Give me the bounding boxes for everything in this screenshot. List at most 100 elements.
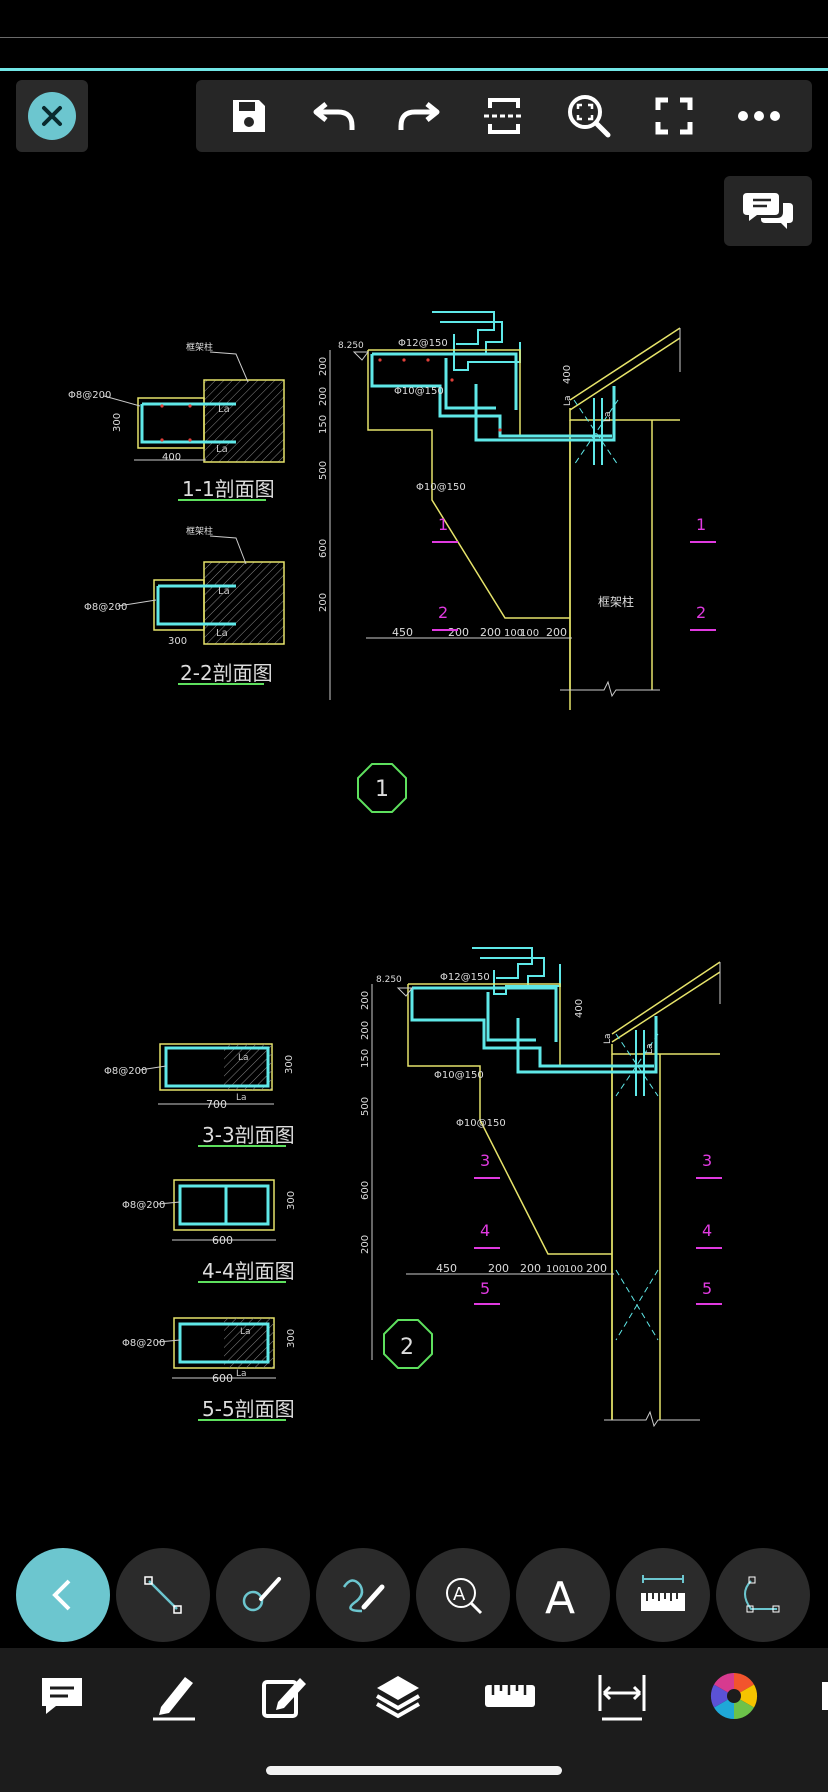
svg-text:200: 200 xyxy=(546,626,567,639)
svg-text:150: 150 xyxy=(360,1049,371,1068)
section-5-5: La La Φ8@200 300 600 5-5剖面图 xyxy=(122,1317,297,1421)
svg-text:400: 400 xyxy=(162,452,181,463)
la-label: La xyxy=(603,411,613,422)
la-label: La xyxy=(218,586,230,597)
rebar-label: Φ8@200 xyxy=(122,1338,165,1349)
rebar-label: Φ12@150 xyxy=(398,338,448,349)
ruler-icon[interactable] xyxy=(480,1666,540,1726)
column-label: 框架柱 xyxy=(598,594,634,609)
elevation-label: 8.250 xyxy=(338,341,364,351)
svg-text:La: La xyxy=(240,1327,251,1337)
top-divider xyxy=(0,37,828,38)
overflow-icon[interactable] xyxy=(808,1666,828,1726)
dim-label: 600 xyxy=(212,1234,233,1247)
line-tool[interactable] xyxy=(116,1548,210,1642)
svg-text:200: 200 xyxy=(520,1262,541,1275)
text-search-icon: A xyxy=(446,1578,483,1615)
measure-icon xyxy=(641,1575,685,1611)
accent-divider xyxy=(0,68,828,71)
dimension-icon[interactable] xyxy=(592,1666,652,1726)
svg-text:300: 300 xyxy=(286,1329,297,1348)
svg-text:La: La xyxy=(645,1043,655,1054)
svg-text:La: La xyxy=(236,1093,247,1103)
comment-icon[interactable] xyxy=(32,1666,92,1726)
rebar-label: Φ8@200 xyxy=(122,1200,165,1211)
svg-text:La: La xyxy=(238,1053,249,1063)
svg-text:200: 200 xyxy=(318,593,329,612)
back-button[interactable] xyxy=(16,1548,110,1642)
line-icon xyxy=(144,1576,182,1614)
section-4-4: Φ8@200 300 600 4-4剖面图 xyxy=(122,1179,297,1283)
section-3-3: La La Φ8@200 300 700 3-3剖面图 xyxy=(104,1043,295,1147)
chevron-left-icon xyxy=(52,1579,71,1611)
section-mark: 4 xyxy=(480,1221,490,1240)
svg-text:200: 200 xyxy=(448,626,469,639)
svg-text:A: A xyxy=(545,1573,575,1617)
text-search-tool[interactable]: A xyxy=(416,1548,510,1642)
la-label: La xyxy=(218,404,230,415)
color-wheel-icon[interactable] xyxy=(704,1666,764,1726)
section-mark: 3 xyxy=(480,1151,490,1170)
undo-icon[interactable] xyxy=(306,88,362,144)
section-mark: 3 xyxy=(702,1151,712,1170)
fullscreen-icon[interactable] xyxy=(646,88,702,144)
la-label: La xyxy=(216,628,228,639)
measure-tool[interactable] xyxy=(616,1548,710,1642)
chat-icon xyxy=(743,193,793,229)
text-icon: A xyxy=(545,1573,575,1617)
brush-icon xyxy=(242,1577,281,1612)
rebar-label: Φ8@200 xyxy=(84,602,127,613)
svg-text:300: 300 xyxy=(168,636,187,647)
svg-text:600: 600 xyxy=(360,1181,371,1200)
detail-2: 8.250 Φ12@150 Φ10@150 Φ10@150 400 La La … xyxy=(360,947,722,1428)
rebar-label: Φ10@150 xyxy=(456,1118,506,1129)
column-note: 框架柱 xyxy=(186,525,213,537)
svg-text:300: 300 xyxy=(286,1191,297,1210)
svg-text:La: La xyxy=(603,1033,613,1044)
zoom-window-icon[interactable] xyxy=(561,88,617,144)
save-icon[interactable] xyxy=(221,88,277,144)
redo-icon[interactable] xyxy=(391,88,447,144)
svg-text:200: 200 xyxy=(586,1262,607,1275)
svg-text:450: 450 xyxy=(436,1262,457,1275)
section-icon[interactable] xyxy=(476,88,532,144)
svg-text:100: 100 xyxy=(520,628,539,639)
svg-text:300: 300 xyxy=(284,1055,295,1074)
svg-text:200: 200 xyxy=(360,1235,371,1254)
svg-text:200: 200 xyxy=(360,1021,371,1040)
section-mark: 4 xyxy=(702,1221,712,1240)
svg-text:200: 200 xyxy=(480,626,501,639)
svg-text:200: 200 xyxy=(318,357,329,376)
layers-icon[interactable] xyxy=(368,1666,428,1726)
section-1-1: La La 框架柱 Φ8@200 300 400 1-1剖面图 xyxy=(68,341,285,501)
section-mark: 5 xyxy=(702,1279,712,1298)
rebar-label: Φ10@150 xyxy=(416,482,466,493)
section-mark: 5 xyxy=(480,1279,490,1298)
rebar-label: Φ10@150 xyxy=(434,1070,484,1081)
section-mark: 1 xyxy=(696,515,706,534)
text-tool[interactable]: A xyxy=(516,1548,610,1642)
home-indicator xyxy=(266,1766,562,1775)
pencil-icon[interactable] xyxy=(144,1666,204,1726)
la-label: La xyxy=(216,444,228,455)
polyline-tool[interactable] xyxy=(716,1548,810,1642)
freehand-icon xyxy=(342,1579,385,1613)
brush-tool[interactable] xyxy=(216,1548,310,1642)
section-title-3-3: 3-3剖面图 xyxy=(202,1123,295,1147)
section-mark: 2 xyxy=(438,603,448,622)
freehand-tool[interactable] xyxy=(316,1548,410,1642)
close-button[interactable] xyxy=(16,80,88,152)
svg-text:La: La xyxy=(236,1369,247,1379)
rebar-label: Φ10@150 xyxy=(394,386,444,397)
edit-icon[interactable] xyxy=(254,1666,314,1726)
svg-text:A: A xyxy=(453,1584,466,1605)
detail-number: 2 xyxy=(400,1335,414,1360)
more-icon[interactable] xyxy=(731,88,787,144)
section-title-1-1: 1-1剖面图 xyxy=(182,477,275,501)
comments-button[interactable] xyxy=(724,176,812,246)
cad-drawing[interactable]: La La 框架柱 Φ8@200 300 400 1-1剖面图 La La 框架… xyxy=(0,290,828,1450)
section-title-2-2: 2-2剖面图 xyxy=(180,661,273,685)
svg-text:450: 450 xyxy=(392,626,413,639)
svg-text:200: 200 xyxy=(488,1262,509,1275)
svg-text:200: 200 xyxy=(318,387,329,406)
